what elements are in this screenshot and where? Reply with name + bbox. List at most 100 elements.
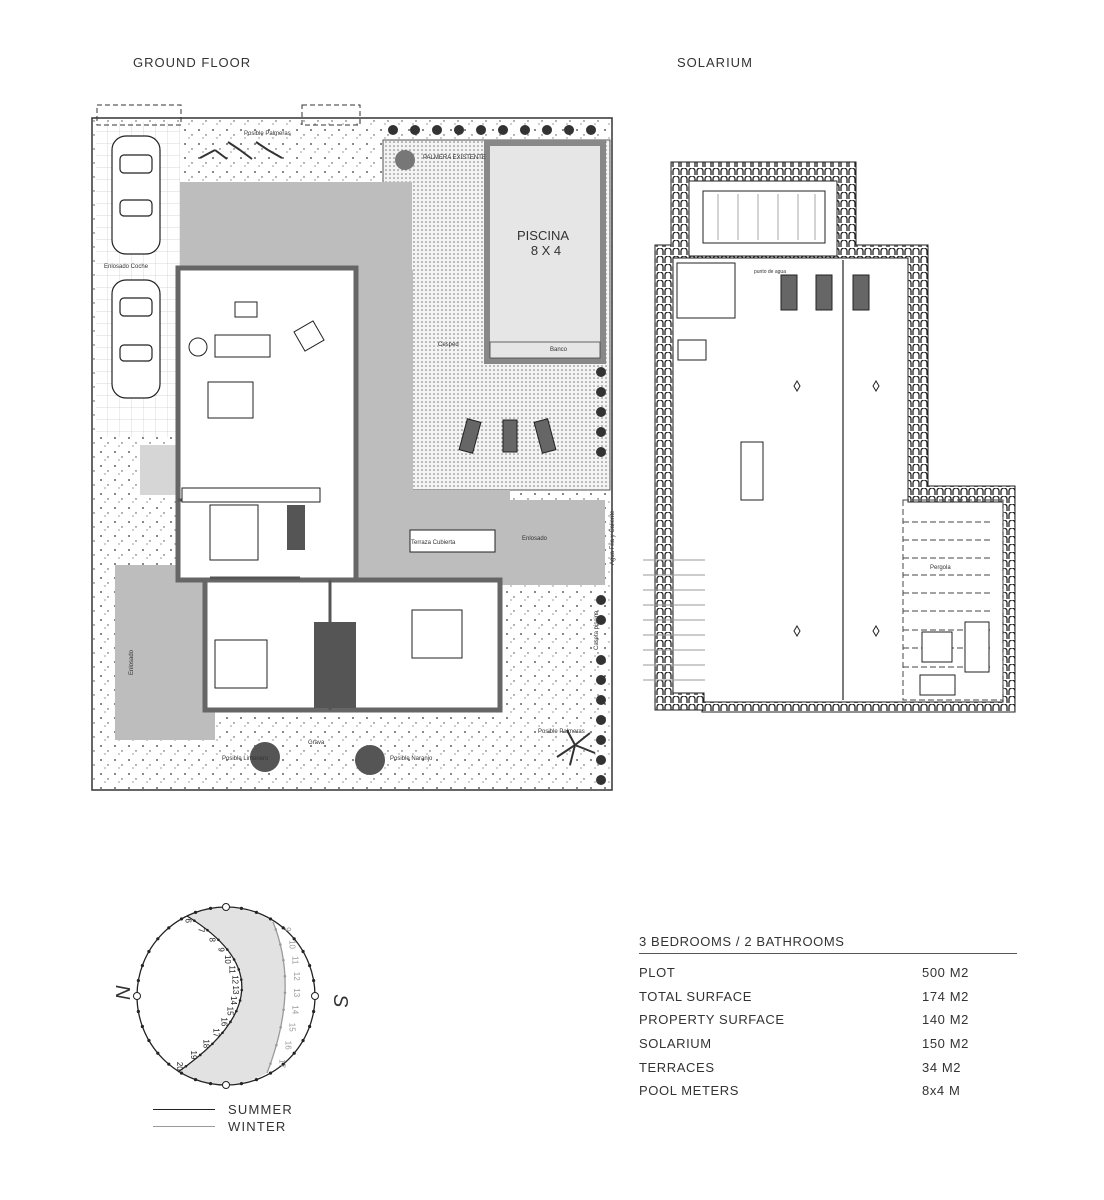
wardrobe <box>287 505 305 550</box>
porch <box>180 182 412 270</box>
kitchen-counter <box>181 487 321 503</box>
spec-label: PROPERTY SURFACE <box>639 1012 785 1028</box>
sun-shade-area <box>178 907 286 1085</box>
hour-label: 10 <box>223 955 232 964</box>
lemon-tree-icon <box>250 742 280 772</box>
compass-tick <box>193 1078 198 1082</box>
hour-dot <box>217 938 220 942</box>
compass-tick <box>308 1024 312 1029</box>
paving-area <box>510 500 605 585</box>
wardrobe <box>314 622 356 708</box>
label-pergola: Pergola <box>930 565 951 571</box>
compass-tick <box>147 949 151 954</box>
label-hot-cold-water: Agua Fria y Caliente <box>610 510 616 565</box>
hour-dot <box>193 919 196 922</box>
bed-icon <box>411 609 463 659</box>
north-label: N <box>113 985 135 1000</box>
label-paving-left: Enlosado <box>129 649 135 675</box>
hour-label: 11 <box>290 956 299 965</box>
hour-dot <box>232 958 236 961</box>
label-paving-right: Enlosado <box>522 536 548 542</box>
spec-label: SOLARIUM <box>639 1036 712 1052</box>
car-icon <box>111 135 161 255</box>
hedge-icon <box>388 125 606 785</box>
compass-tick <box>308 963 312 968</box>
hour-label: 17 <box>211 1028 220 1037</box>
compass-tick <box>156 937 160 941</box>
compass-tick <box>156 1051 160 1055</box>
compass-tick <box>239 1082 244 1086</box>
compass-tick <box>179 917 184 921</box>
label-palms-bottom: Posible Palmeras <box>538 729 585 735</box>
label-gravel: Grava <box>308 740 325 746</box>
compass-tick <box>136 1009 140 1014</box>
label-palms-top: Posible Palmeras <box>244 131 291 137</box>
solarium-plan: punto de agua Pergola <box>643 161 1016 713</box>
hour-label: 8 <box>207 938 216 943</box>
legend-summer: SUMMER <box>153 1101 293 1118</box>
compass-tick <box>140 1024 144 1029</box>
spec-row: SOLARIUM 150 M2 <box>639 1032 1017 1056</box>
solarium-title: SOLARIUM <box>677 55 753 70</box>
hour-label: 7 <box>196 928 205 933</box>
pool-size: 8 X 4 <box>531 243 561 258</box>
dining-table-icon <box>740 441 764 501</box>
hour-label: 15 <box>288 1023 297 1032</box>
label-car-paving: Enlosado Coche <box>104 264 149 270</box>
hour-dot <box>211 1042 214 1046</box>
ground-floor-title: GROUND FLOOR <box>133 55 252 70</box>
compass-tick <box>167 926 171 930</box>
spec-value: 150 M2 <box>922 1036 969 1052</box>
hour-dot <box>235 1009 238 1013</box>
compass-tick <box>301 1038 305 1043</box>
pool <box>490 146 600 342</box>
compass-tick <box>208 906 213 910</box>
hour-dot <box>238 999 242 1002</box>
ground-floor-plan: Posible Palmeras PALMERA EXISTENTE Enlos… <box>91 104 616 791</box>
hour-dot <box>269 1062 272 1065</box>
hour-label: 11 <box>228 965 237 974</box>
sun-path-chart: 6789101112131415161718192091011121314151… <box>113 903 351 1089</box>
skylight <box>702 190 826 244</box>
palm-icon <box>556 729 596 766</box>
compass-tick <box>222 1081 230 1089</box>
hour-dot <box>283 974 287 978</box>
pool-name: PISCINA <box>517 228 569 243</box>
dining-table-icon <box>409 529 496 553</box>
compass-tick <box>281 1062 285 1066</box>
hour-label: 17 <box>277 1059 286 1068</box>
hour-label: 9 <box>283 927 292 932</box>
label-existing-palm: PALMERA EXISTENTE <box>423 155 486 161</box>
specs-heading: 3 BEDROOMS / 2 BATHROOMS <box>639 934 1017 954</box>
hour-dot <box>279 943 282 946</box>
hour-label: 20 <box>175 1062 184 1071</box>
spec-label: POOL METERS <box>639 1083 740 1099</box>
compass-tick <box>254 1078 259 1082</box>
compass-tick <box>254 910 259 914</box>
sun-lounger-icon <box>780 274 870 311</box>
compass-tick <box>208 1082 213 1086</box>
hour-dot <box>225 948 229 951</box>
pergola-area <box>902 499 1004 701</box>
hour-dot <box>239 978 243 981</box>
hour-dot <box>229 1020 232 1024</box>
compass-tick <box>193 910 198 914</box>
compass-tick <box>222 903 230 911</box>
compass-tick <box>292 937 296 941</box>
label-lawn: Cesped <box>438 342 459 348</box>
compass-tick <box>179 1071 184 1075</box>
hour-dot <box>184 1064 188 1068</box>
hour-label: 14 <box>229 996 238 1005</box>
sofa-icon <box>214 334 271 358</box>
hour-dot <box>283 991 287 995</box>
spec-value: 174 M2 <box>922 988 969 1004</box>
hour-label: 6 <box>183 918 192 923</box>
orange-tree-icon <box>355 745 385 775</box>
hour-label: 10 <box>287 940 296 949</box>
